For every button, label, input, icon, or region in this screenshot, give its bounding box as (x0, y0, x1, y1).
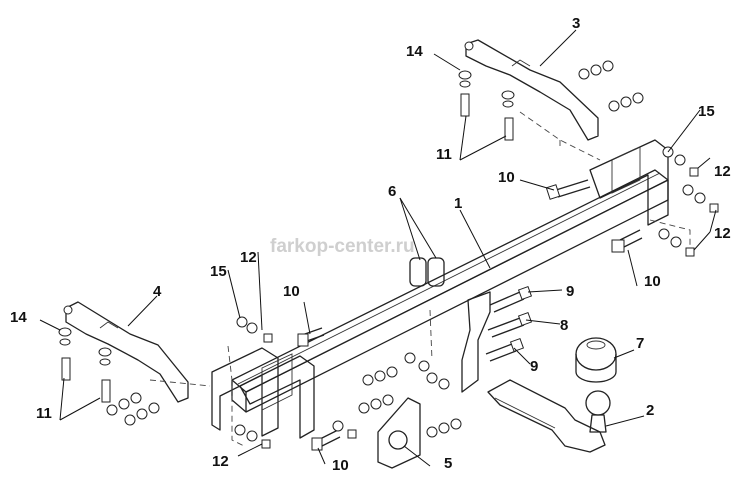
leader-lines (39, 29, 717, 467)
rubber-buffers (409, 257, 445, 287)
callout-10-upper: 10 (498, 169, 515, 186)
callout-11-left: 11 (36, 405, 52, 422)
callout-14-right: 14 (406, 43, 423, 60)
callout-12-left-lower: 12 (212, 453, 229, 470)
callout-7: 7 (636, 335, 644, 352)
callout-4: 4 (153, 283, 162, 300)
callout-5: 5 (444, 455, 452, 472)
callout-8: 8 (560, 317, 568, 334)
main-cross-beam (211, 139, 669, 439)
callout-10-left: 10 (283, 283, 300, 300)
callout-12-left-upper: 12 (240, 249, 257, 266)
bolts (61, 93, 643, 451)
callout-11-right: 11 (436, 146, 452, 163)
callout-9-upper: 9 (566, 283, 574, 300)
ball-cover (575, 337, 617, 383)
callout-15-right: 15 (698, 103, 715, 120)
ball-neck (487, 379, 611, 453)
callout-labels: 1 2 3 4 5 6 7 8 9 9 10 10 10 10 11 11 12… (10, 15, 731, 474)
callout-12-right-upper: 12 (714, 163, 731, 180)
socket-plate (377, 397, 421, 469)
callout-12-right-lower: 12 (714, 225, 731, 242)
callout-10-bottom: 10 (332, 457, 349, 474)
left-side-bracket (63, 301, 189, 403)
callout-9-lower: 9 (530, 358, 538, 375)
callout-1: 1 (454, 195, 462, 212)
watermark-text: farkop-center.ru (270, 236, 415, 257)
callout-10-right: 10 (644, 273, 661, 290)
nuts-and-washers (58, 60, 719, 449)
callout-6: 6 (388, 183, 396, 200)
callout-2: 2 (646, 402, 654, 419)
right-side-bracket (464, 39, 599, 141)
assembly-guide-lines (149, 111, 691, 447)
callout-3: 3 (572, 15, 580, 32)
callout-15-left: 15 (210, 263, 227, 280)
callout-14-left: 14 (10, 309, 27, 326)
